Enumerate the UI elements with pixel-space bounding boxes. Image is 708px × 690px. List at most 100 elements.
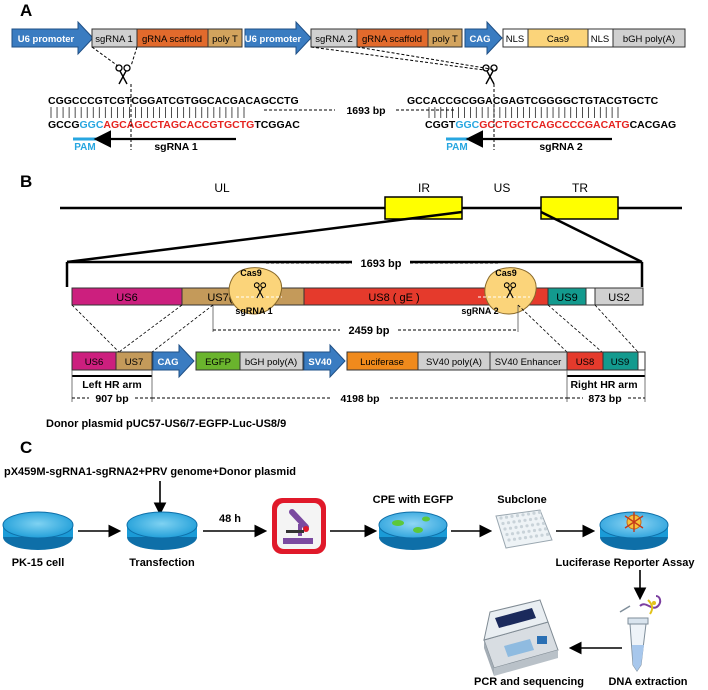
plate-well — [510, 532, 515, 536]
plate-well — [501, 521, 505, 526]
site1-bottom-strand: GCCGGGCAGCAGCCTAGCACCGTGCTGTCGGAC — [48, 119, 300, 131]
plate-well — [512, 520, 516, 524]
sv40-label: SV40 — [308, 357, 331, 368]
site2-bottom-pam: GGC — [455, 119, 479, 131]
map-line-2a — [310, 46, 485, 71]
polyt-2-box — [427, 28, 463, 48]
bp-4198-label: 4198 bp — [340, 393, 379, 405]
plate-well — [545, 532, 550, 537]
plate-well — [538, 528, 542, 532]
u6-promoter-2-label: U6 promoter — [245, 34, 302, 45]
us8-label: US8 ( gE ) — [368, 292, 419, 304]
plate-well — [527, 529, 531, 533]
pk15-label: PK-15 cell — [12, 557, 65, 569]
dna-tube-icon — [619, 595, 662, 672]
site2-bottom-red: GCCTGCTCAGCCCCGACATG — [479, 119, 629, 131]
plate-well — [523, 536, 528, 540]
cag-label: CAG — [469, 34, 490, 45]
pcr-machine-icon — [483, 599, 559, 676]
sgrna2-blob-label: sgRNA 2 — [461, 306, 498, 316]
polyt-1-box — [207, 28, 243, 48]
subclone-label: Subclone — [497, 494, 547, 506]
plate-well — [510, 514, 514, 519]
plate-well — [523, 518, 527, 522]
donor-row: US6 US7 CAG EGFP bGH poly(A) SV40 Lucife… — [71, 343, 646, 379]
bp-907-label: 907 bp — [95, 393, 128, 405]
site2-pam-label: PAM — [446, 142, 467, 153]
site2-bottom-black-1: CGGT — [425, 119, 456, 131]
plate-well — [537, 510, 542, 514]
genome-us-label: US — [494, 181, 511, 195]
cpe-dish-icon — [378, 511, 448, 550]
donor-spacer-box — [637, 351, 646, 371]
sv40-arrow — [303, 343, 346, 379]
site1-pair-ticks — [50, 107, 245, 118]
u6-promoter-1-label: U6 promoter — [18, 34, 75, 45]
map-line-2b — [356, 46, 498, 71]
plate-well — [504, 515, 509, 519]
scissors-1-icon — [115, 64, 131, 85]
us-spacer-box — [585, 287, 596, 306]
sv40-polya-label: SV40 poly(A) — [426, 357, 482, 368]
cas9-box-label: Cas9 — [547, 34, 569, 45]
plate-well — [499, 516, 503, 520]
plate-well — [512, 537, 517, 541]
plate-well — [503, 527, 507, 531]
cag-arrow — [464, 20, 503, 56]
plate-well — [530, 523, 535, 527]
plate-well — [515, 514, 520, 518]
plate-well — [508, 526, 513, 530]
plate-well — [526, 512, 531, 516]
donor-bgh-box — [239, 351, 304, 371]
dna-extraction-label: DNA extraction — [608, 676, 687, 688]
scaffold-1-label: gRNA scaffold — [142, 34, 202, 45]
plate-well — [519, 525, 524, 529]
plate-well — [539, 516, 544, 520]
plate-well — [521, 530, 526, 534]
plate-well — [517, 519, 522, 523]
site1-guide-label: sgRNA 1 — [154, 141, 198, 153]
plate-well — [543, 527, 548, 531]
egfp-label: EGFP — [205, 357, 231, 368]
pcr-label: PCR and sequencing — [474, 676, 584, 688]
a-distance-label: 1693 bp — [346, 105, 385, 117]
cas9-blob-2-label: Cas9 — [495, 268, 517, 278]
u6-promoter-2-arrow — [244, 20, 312, 56]
donor-map-left-a — [71, 304, 120, 353]
donor-map-left-b — [118, 304, 183, 353]
plate-well — [507, 538, 511, 542]
b-1693-bg — [352, 256, 410, 270]
left-arm-label: Left HR arm — [82, 379, 142, 391]
plate-well — [514, 525, 518, 530]
map-line-1a — [91, 46, 119, 67]
sgrna1-box-label: sgRNA 1 — [95, 34, 133, 45]
sgrna2-box-label: sgRNA 2 — [315, 34, 353, 45]
polyt-2-label: poly T — [432, 34, 458, 45]
nls-2-label: NLS — [591, 34, 609, 45]
site1-bottom-red: AGCAGCCTAGCACCGTGCTG — [103, 119, 254, 131]
scissors-2-icon — [482, 64, 498, 85]
plate-well — [540, 533, 544, 537]
site1-bottom-pam: GGC — [80, 119, 104, 131]
b-1693-label: 1693 bp — [361, 258, 402, 270]
c-header: pX459M-sgRNA1-sgRNA2+PRV genome+Donor pl… — [4, 466, 296, 478]
donor-map-right-b — [547, 304, 603, 353]
site2-top-strand: GCCACCGCGGACGAGTCGGGGCTGTACGTGCTC — [407, 95, 659, 107]
panel-a-letter: A — [20, 1, 32, 20]
scaffold-2-label: gRNA scaffold — [362, 34, 422, 45]
plate-well — [518, 536, 522, 541]
panel-c-letter: C — [20, 438, 32, 457]
microscope-icon — [272, 498, 326, 554]
plate-well — [516, 531, 520, 535]
well-plate-icon — [495, 509, 553, 549]
luciferase-assay-label: Luciferase Reporter Assay — [556, 557, 696, 569]
genome-ir-label: IR — [418, 181, 430, 195]
transfection-label: Transfection — [129, 557, 195, 569]
scissors-4-icon — [503, 282, 517, 299]
right-arm-label: Right HR arm — [570, 379, 637, 391]
plate-well — [505, 532, 509, 537]
luciferase-label: Luciferase — [360, 357, 404, 368]
site1-top-strand: CGGCCCGTCGTCGGATCGTGGCACGACAGCCTG — [48, 95, 299, 107]
plate-well — [528, 517, 533, 522]
